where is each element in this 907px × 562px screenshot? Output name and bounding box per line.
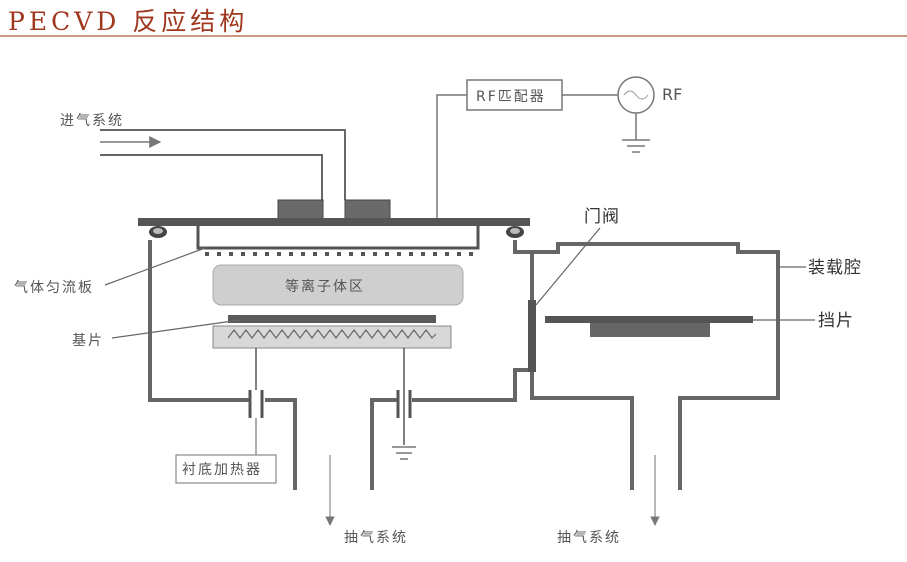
plasma-zone-label: 等离子体区 (285, 278, 365, 295)
gate-valve-leader (535, 227, 601, 306)
gas-inlet-label: 进气系统 (60, 113, 124, 129)
gas-distributor-leader (104, 247, 206, 286)
load-lock-wall (530, 242, 780, 490)
seal-left (149, 226, 167, 238)
title-divider (0, 35, 907, 37)
heater-block (212, 325, 452, 349)
rf-wave-icon (623, 90, 649, 100)
main-chamber-wall (148, 240, 534, 490)
heater-feedthrough-right (396, 348, 412, 445)
baffle-label: 挡片 (818, 311, 854, 331)
rf-ground-icon (622, 113, 650, 153)
rf-feed-line (436, 94, 467, 220)
top-lid (138, 218, 530, 226)
showerhead-frame (196, 226, 480, 250)
exhaust-label-1: 抽气系统 (344, 530, 408, 546)
heater-label: 衬底加热器 (182, 462, 262, 478)
gate-valve-label: 门阀 (584, 207, 620, 227)
load-lock-label: 装载腔 (808, 258, 862, 278)
rf-matcher-label: RF匹配器 (476, 89, 546, 105)
exhaust-label-2: 抽气系统 (557, 530, 621, 546)
heater-label-box (175, 454, 277, 484)
seal-right (506, 226, 524, 238)
heater-feedthrough-left (248, 348, 264, 418)
substrate-leader (111, 319, 241, 339)
gas-distributor-label: 气体匀流板 (14, 280, 94, 296)
gate-valve (528, 300, 536, 372)
substrate-label: 基片 (72, 332, 104, 349)
heater-coil (227, 329, 437, 339)
showerhead-holes (205, 252, 473, 256)
baffle-plate (545, 316, 753, 323)
substrate-plate (228, 315, 436, 323)
page-title: PECVD 反应结构 (8, 7, 249, 36)
plasma-zone (212, 264, 464, 306)
rf-source-label: RF (662, 85, 682, 104)
substrate-ground-icon (392, 446, 416, 460)
baffle-block (590, 323, 710, 337)
gas-inlet (100, 129, 346, 200)
